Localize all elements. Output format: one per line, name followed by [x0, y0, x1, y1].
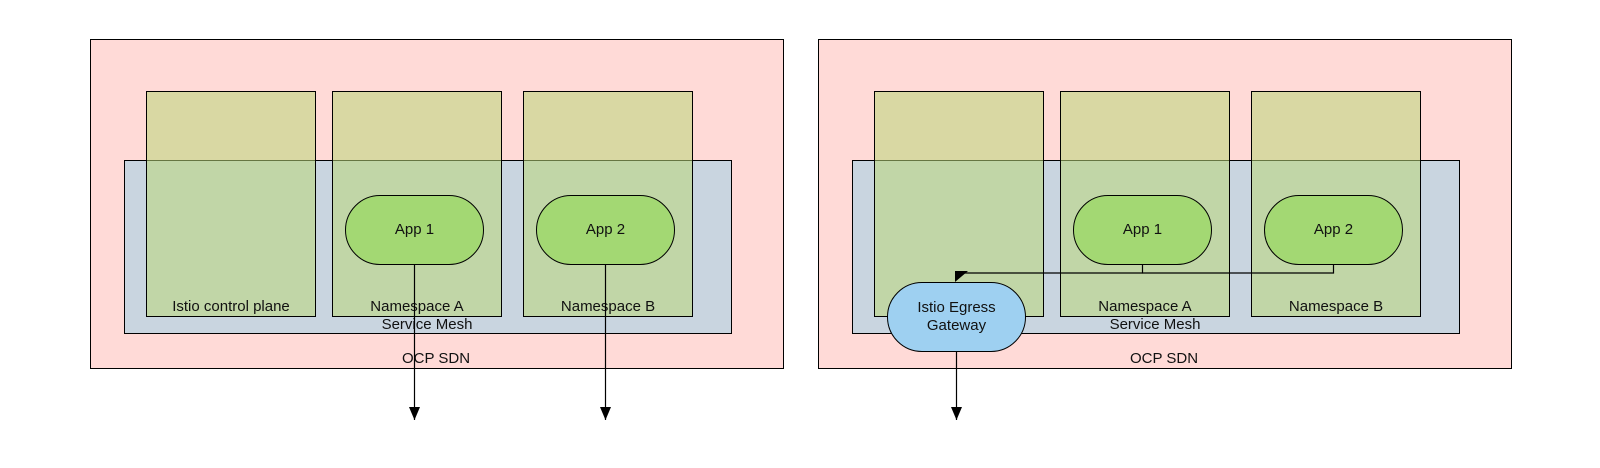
right-app-1: App 1 [1073, 195, 1212, 265]
left-ocp-sdn-label: OCP SDN [401, 350, 471, 367]
left-app-1: App 1 [345, 195, 484, 265]
left-app-2: App 2 [536, 195, 675, 265]
right-namespace-gateway [874, 91, 1044, 317]
left-app-1-arrowhead [409, 407, 420, 420]
right-app-2: App 2 [1264, 195, 1403, 265]
left-namespace-label-b: Namespace B [560, 298, 656, 315]
right-service-mesh-label: Service Mesh [1109, 316, 1201, 333]
left-namespace-label-istio: Istio control plane [172, 298, 290, 315]
left-namespace-label-a: Namespace A [370, 298, 464, 315]
right-ocp-sdn-label: OCP SDN [1129, 350, 1199, 367]
gateway-egress-arrowhead [951, 407, 962, 420]
istio-egress-gateway-label: Istio Egress Gateway [917, 299, 996, 334]
right-namespace-label-a: Namespace A [1098, 298, 1192, 315]
left-service-mesh-label: Service Mesh [381, 316, 473, 333]
right-namespace-label-b: Namespace B [1288, 298, 1384, 315]
left-namespace-istio-control-plane [146, 91, 316, 317]
left-app-2-arrowhead [600, 407, 611, 420]
istio-egress-gateway: Istio Egress Gateway [887, 282, 1026, 352]
